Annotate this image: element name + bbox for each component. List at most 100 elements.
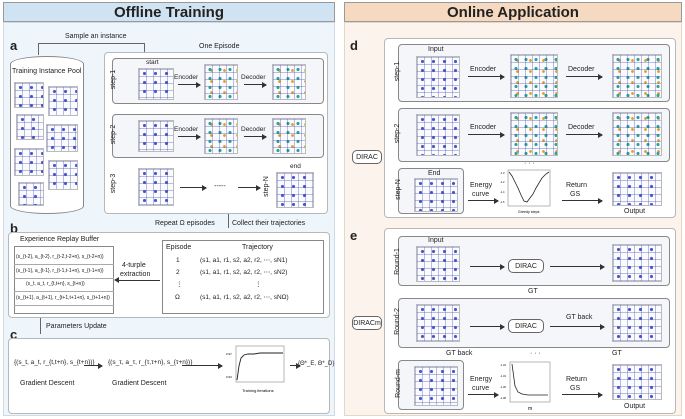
- extraction-arrow: [116, 280, 160, 281]
- buffer-sep-4: [14, 305, 114, 306]
- e-gt-label-2: GT: [612, 350, 622, 357]
- panel-b-letter: b: [10, 221, 18, 236]
- replay-buffer-label: Experience Replay Buffer: [20, 236, 100, 243]
- d-energy-frame: [507, 169, 551, 207]
- sample-line-left: [38, 43, 39, 55]
- step2-label: step-2: [110, 124, 118, 145]
- step2-decoder-arrow[interactable]: [244, 133, 267, 140]
- step2-encoded-grid: [204, 118, 238, 154]
- dirac-pill-d: DIRAC: [352, 150, 382, 164]
- replay-buffer-table: [14, 246, 114, 314]
- d-step1-input-grid: [416, 56, 460, 98]
- buffer-sep-1: [14, 264, 114, 265]
- e-energy-ytick-1: -1.32: [500, 363, 506, 367]
- d-energy-arrow: [468, 197, 499, 204]
- trajectory-omega: (s1, a1, r1, s2, a2, r2, ⋯, sNΩ): [200, 294, 289, 301]
- e-round2-input-grid: [416, 304, 460, 342]
- training-curve-line: [236, 352, 283, 381]
- step2-encoder-label: Encoder: [174, 126, 199, 133]
- e-energy-xlabel: m: [528, 406, 532, 412]
- d-step1-encoder-label: Encoder: [470, 66, 497, 73]
- e-energy-arrow: [468, 391, 499, 398]
- e-dots: · · ·: [530, 350, 541, 357]
- d-step2-label: step-2: [394, 123, 402, 144]
- sample-set-2: {(s_τ, a_τ, r_{τ,τ+n}, s_{τ+n})}: [108, 359, 193, 366]
- d-step2-decoder-arrow[interactable]: [566, 131, 603, 138]
- d-energy-label-2: curve: [472, 191, 490, 198]
- training-xlabel: Training iterations: [242, 388, 274, 393]
- step1-decoder-label: Decoder: [241, 74, 266, 81]
- result-parameters: {Θ*_E, Θ*_D}: [298, 361, 335, 367]
- d-output-grid: [612, 172, 662, 206]
- panel-d-letter: d: [350, 38, 358, 53]
- e-energy-label-1: Energy: [470, 376, 493, 383]
- e-round2-label: Round-2: [393, 308, 401, 335]
- training-curve-plot: 0.97 0.93 Training iterations: [226, 345, 285, 393]
- e-round1-input-grid: [416, 246, 460, 282]
- d-energy-ytick-2: -1.2: [500, 180, 505, 184]
- buffer-sep-3: [14, 291, 114, 292]
- d-step2-decoded-grid: [612, 112, 662, 156]
- parameters-update-label: Parameters Update: [46, 323, 107, 330]
- e-round1-arrow-out: [550, 263, 605, 270]
- gradient-descent-1: Gradient Descent: [20, 380, 75, 387]
- online-application-header: Online Application: [344, 2, 682, 22]
- gd-arrow-1: [84, 362, 103, 369]
- d-energy-label-1: Energy: [470, 182, 493, 189]
- d-energy-ytick-3: -1.4: [500, 190, 505, 194]
- result-arrow: [290, 362, 301, 369]
- e-energy-label-2: curve: [472, 385, 490, 392]
- step2-encoder-arrow[interactable]: [178, 133, 201, 140]
- extraction-label-1: 4-turple: [122, 262, 146, 269]
- e-output-label: Output: [624, 403, 646, 410]
- d-dots: · · ·: [524, 160, 535, 167]
- d-return-label-2: GS: [570, 191, 581, 198]
- pool-label: Training Instance Pool: [12, 68, 82, 75]
- d-step1-encoder-arrow[interactable]: [468, 73, 505, 80]
- trajectory-table: [162, 240, 324, 314]
- stepN-grid: [276, 172, 314, 208]
- panel-a-letter: a: [10, 38, 18, 53]
- d-stepN-grid: [414, 178, 458, 212]
- pool-instance-7: [18, 182, 44, 206]
- d-step1-decoder-label: Decoder: [568, 66, 595, 73]
- gradient-descent-2: Gradient Descent: [112, 380, 167, 387]
- e-energy-ytick-4: -1.38: [500, 396, 506, 400]
- e-return-arrow: [562, 391, 603, 398]
- update-arrow-line: [40, 318, 41, 334]
- gd-arrow-2: [182, 362, 223, 369]
- episode-1: 1: [176, 257, 180, 264]
- buffer-row-1: (s_{t-2}, a_{t-2}, r_{t-2,t-2+n}, s_{t-2…: [16, 254, 104, 260]
- buffer-row-3: (s_t, a_t, r_{t,t+n}, s_{t+n}): [26, 281, 85, 287]
- step1-label: step-1: [110, 69, 118, 90]
- e-round2-dirac[interactable]: DIRAC: [508, 319, 544, 333]
- d-energy-ytick-4: -1.6: [500, 200, 505, 204]
- e-round1-dirac[interactable]: DIRAC: [508, 259, 544, 273]
- step1-input-grid: [138, 68, 174, 100]
- step1-encoder-arrow[interactable]: [178, 81, 201, 88]
- e-energy-frame: [509, 361, 551, 403]
- episode-2: 2: [176, 269, 180, 276]
- step3-grid: [138, 168, 174, 206]
- d-stepN-label: step-N: [394, 179, 402, 200]
- start-label: start: [146, 59, 159, 66]
- pool-instance-4: [46, 124, 78, 152]
- trajectory-col-header: Trajectory: [242, 244, 273, 251]
- e-output-grid: [612, 364, 662, 400]
- d-step2-encoder-arrow[interactable]: [468, 131, 505, 138]
- step1-decoder-arrow[interactable]: [244, 81, 267, 88]
- d-output-label: Output: [624, 208, 646, 215]
- training-plot-frame: [235, 345, 285, 383]
- pool-instance-3: [16, 114, 44, 140]
- d-energy-line: [508, 171, 550, 203]
- e-input-label: Input: [428, 237, 444, 244]
- e-gtback-label-1: GT back: [566, 314, 593, 321]
- d-energy-xlabel: Greedy steps: [518, 210, 540, 214]
- e-round1-output-grid: [612, 244, 662, 282]
- e-return-label-1: Return: [566, 376, 588, 383]
- collect-trajectories-label: Collect their trajectories: [232, 220, 306, 227]
- e-gtback-label-2: GT back: [446, 350, 473, 357]
- pool-instance-6: [48, 160, 78, 190]
- episode-label: One Episode: [199, 43, 240, 50]
- d-step1-decoder-arrow[interactable]: [566, 73, 603, 80]
